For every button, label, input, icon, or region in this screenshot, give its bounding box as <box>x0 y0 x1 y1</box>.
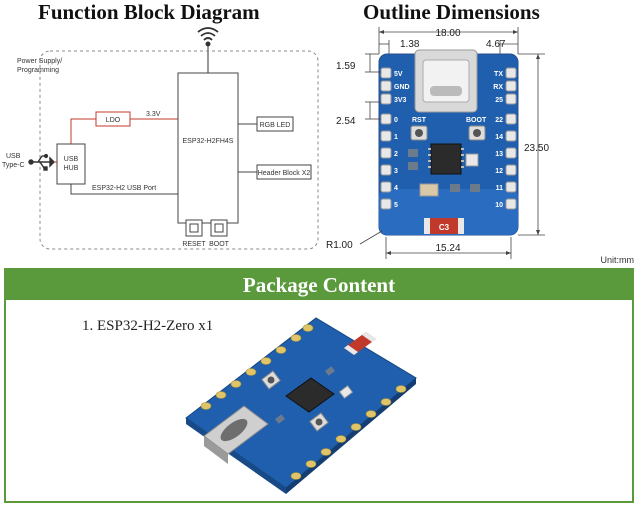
usb-hub-label-1: USB <box>64 156 79 163</box>
rst-label: RST <box>412 117 427 124</box>
pin-label-left-8: 5 <box>394 202 398 209</box>
board-chip <box>430 143 462 175</box>
usb-label-2: Type-C <box>2 162 25 169</box>
pin-label-left-7: 4 <box>394 185 398 192</box>
pin-label-right-1: RX <box>493 84 503 91</box>
pin-label-right-7: 11 <box>496 185 504 192</box>
dim-right-offset: 4.67 <box>486 39 506 50</box>
header-block-label: Header Block X2 <box>258 170 311 177</box>
package-title: Package Content <box>6 270 632 300</box>
boot-board-label: BOOT <box>466 117 487 124</box>
pin-label-left-5: 2 <box>394 151 398 158</box>
antenna <box>424 218 464 234</box>
pin-label-right-4: 14 <box>495 134 503 141</box>
right-pin-column <box>505 67 517 210</box>
power-label-2: Programming <box>17 67 59 74</box>
function-block-title: Function Block Diagram <box>38 0 260 24</box>
pin-label-left-4: 1 <box>394 134 398 141</box>
pin-label-right-6: 12 <box>495 168 503 175</box>
pin-label-left-3: 0 <box>394 117 398 124</box>
voltage-label: 3.3V <box>146 111 161 118</box>
function-block-diagram: Power Supply/ Programming USB Type-C USB… <box>2 27 319 250</box>
usb-label-1: USB <box>6 153 21 160</box>
dim-height: 23.50 <box>524 143 549 154</box>
pin-label-left-2: 3V3 <box>394 97 407 104</box>
dim-pin-offset: 1.59 <box>336 61 356 72</box>
wifi-icon <box>197 27 219 47</box>
rgb-led-label: RGB LED <box>260 122 291 129</box>
board-photo <box>185 317 417 494</box>
rgb-led-box <box>256 116 294 132</box>
dim-radius: R1.00 <box>326 240 353 251</box>
dim-pitch: 2.54 <box>336 116 356 127</box>
outline-dimensions-drawing: 18.00 1.38 4.67 5V GND 3V3 0 1 2 3 <box>326 27 549 259</box>
pin-label-right-2: 25 <box>495 97 503 104</box>
chip-mark: C3 <box>439 223 450 232</box>
pin-label-left-1: GND <box>394 84 410 91</box>
ldo-label: LDO <box>106 117 121 124</box>
chip-box <box>177 72 239 224</box>
pin-label-right-8: 10 <box>495 202 503 209</box>
pin-label-right-3: 22 <box>495 117 503 124</box>
pin-label-right-5: 13 <box>495 151 503 158</box>
dim-pin-span: 15.24 <box>435 243 460 254</box>
usb-icon <box>28 153 55 171</box>
left-pin-column <box>380 67 392 210</box>
package-item: 1. ESP32-H2-Zero x1 <box>82 318 214 334</box>
pin-label-left-6: 3 <box>394 168 398 175</box>
reset-label: RESET <box>182 241 206 248</box>
header-block-box <box>256 164 312 180</box>
dim-width: 18.00 <box>435 28 460 39</box>
dim-left-offset: 1.38 <box>400 39 420 50</box>
unit-label: Unit:mm <box>600 255 635 265</box>
pin-label-left-0: 5V <box>394 71 403 78</box>
outline-dimensions-title: Outline Dimensions <box>363 0 540 24</box>
function-boundary <box>39 50 319 250</box>
usb-port-label: ESP32-H2 USB Port <box>92 185 156 192</box>
boot-label: BOOT <box>209 241 230 248</box>
power-label-1: Power Supply/ <box>17 58 62 65</box>
usb-hub-box <box>56 143 86 185</box>
pin-label-right-0: TX <box>494 71 503 78</box>
package-panel: Package Content 1. ESP32-H2-Zero x1 <box>4 268 634 503</box>
chip-label: ESP32-H2FH4S <box>183 138 234 145</box>
usb-hub-label-2: HUB <box>64 165 79 172</box>
